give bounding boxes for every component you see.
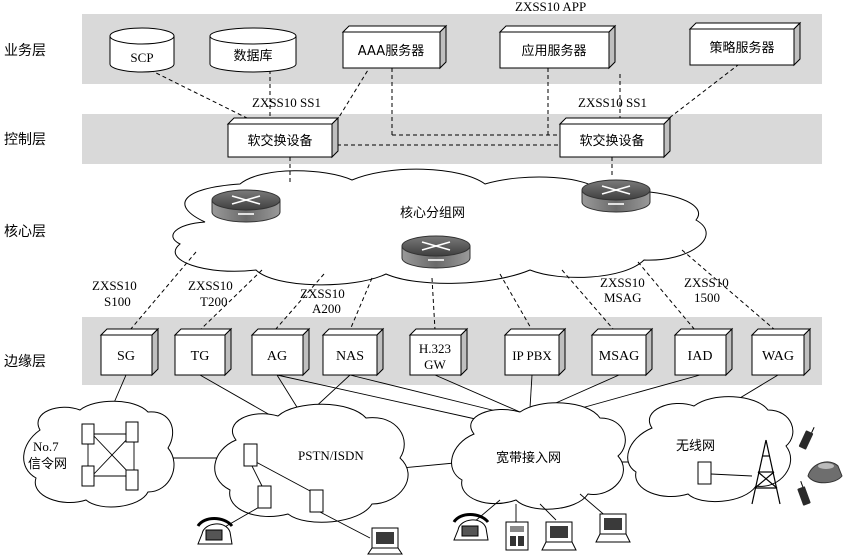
edge-box-h323-gw: H.323 GW — [408, 327, 469, 377]
policy-server-box: 策略服务器 — [688, 21, 802, 67]
i1500-label-line2: 1500 — [694, 290, 720, 305]
mobile-phone-icon-bottom — [797, 481, 811, 506]
link-labels: ZXSS10 S100 ZXSS10 T200 ZXSS10 A200 ZXSS… — [92, 275, 729, 316]
telephone-icon-pstn — [196, 517, 234, 545]
wireless-label: 无线网 — [676, 439, 715, 454]
database-label: 数据库 — [233, 48, 272, 64]
ippbx-label: IP PBX — [512, 348, 552, 363]
scp-label: SCP — [130, 50, 153, 65]
database-cylinder: 数据库 — [209, 27, 297, 73]
edge-box-nas: NAS — [321, 327, 385, 377]
mobile-phone-icon-top — [798, 427, 815, 450]
wag-label: WAG — [762, 349, 794, 364]
softswitch-right-label: ZXSS10 SS1 — [578, 95, 647, 110]
t200-label-line2: T200 — [200, 294, 227, 309]
pstn-label: PSTN/ISDN — [298, 448, 364, 463]
s100-label-line1: ZXSS10 — [92, 278, 137, 293]
no7-label-line1: No.7 — [33, 439, 59, 454]
control-layer-band — [82, 114, 822, 164]
scp-database-cylinder: SCP — [109, 27, 175, 73]
app-server-box: 应用服务器 — [498, 24, 617, 70]
no7-signalling-cloud: No.7 信令网 — [23, 400, 175, 508]
msag-box-label: MSAG — [599, 349, 639, 364]
wireless-cloud: 无线网 — [627, 396, 794, 503]
sg-label: SG — [117, 349, 135, 364]
computer-icon-broadband-1 — [541, 521, 577, 551]
edge-box-ip-pbx: IP PBX — [503, 327, 567, 377]
radio-tower-icon — [751, 439, 781, 505]
nas-label: NAS — [336, 349, 364, 364]
app-server-label: 应用服务器 — [521, 43, 586, 59]
service-control-links — [149, 64, 739, 184]
softswitch-left-text: 软交换设备 — [247, 133, 312, 149]
t200-label-line1: ZXSS10 — [188, 278, 233, 293]
softswitch-left-box: 软交换设备 — [226, 116, 340, 159]
router-icon-right — [581, 179, 651, 213]
edge-box-iad: IAD — [673, 327, 734, 377]
no7-label-line2: 信令网 — [28, 457, 67, 472]
car-icon — [807, 461, 843, 484]
h323-label-line1: H.323 — [419, 341, 451, 356]
core-edge-links — [129, 249, 776, 331]
aaa-server-box: AAA服务器 — [341, 24, 448, 70]
tg-label: TG — [191, 349, 210, 364]
softswitch-left-label: ZXSS10 SS1 — [252, 95, 321, 110]
policy-server-label: 策略服务器 — [709, 40, 774, 56]
msag-label-line1: ZXSS10 — [600, 275, 645, 290]
softswitch-right-box: 软交换设备 — [558, 116, 672, 159]
broadband-access-cloud: 宽带接入网 — [451, 402, 626, 524]
core-layer-label: 核心层 — [4, 224, 46, 240]
aaa-server-label: AAA服务器 — [358, 43, 424, 59]
core-packet-cloud — [172, 168, 707, 286]
control-layer-label: 控制层 — [4, 132, 46, 148]
pstn-isdn-cloud: PSTN/ISDN — [214, 403, 409, 539]
computer-icon-broadband-2 — [595, 513, 631, 543]
softswitch-right-text: 软交换设备 — [579, 133, 644, 149]
ag-label: AG — [267, 349, 287, 364]
router-icon-center — [401, 235, 471, 269]
edge-box-ag: AG — [250, 327, 311, 377]
telephone-icon-broadband — [452, 513, 490, 541]
service-layer-label: 业务层 — [4, 43, 46, 59]
s100-label-line2: S100 — [104, 294, 131, 309]
computer-icon-pstn — [367, 527, 403, 555]
edge-box-msag: MSAG — [590, 327, 654, 377]
edge-box-wag: WAG — [750, 327, 812, 377]
edge-box-sg: SG — [99, 327, 160, 377]
broadband-label: 宽带接入网 — [496, 450, 561, 466]
a200-label-line2: A200 — [312, 301, 341, 316]
a200-label-line1: ZXSS10 — [300, 286, 345, 301]
iad-label: IAD — [688, 349, 713, 364]
core-network-label: 核心分组网 — [400, 206, 465, 221]
app-note: ZXSS10 APP — [515, 0, 586, 14]
edge-layer-label: 边缘层 — [4, 354, 46, 370]
edge-box-tg: TG — [173, 327, 233, 377]
ip-phone-icon-broadband — [505, 521, 529, 551]
router-icon-left — [211, 189, 281, 223]
h323-label-line2: GW — [424, 357, 446, 372]
msag-label-line2: MSAG — [604, 290, 642, 305]
i1500-label-line1: ZXSS10 — [684, 275, 729, 290]
